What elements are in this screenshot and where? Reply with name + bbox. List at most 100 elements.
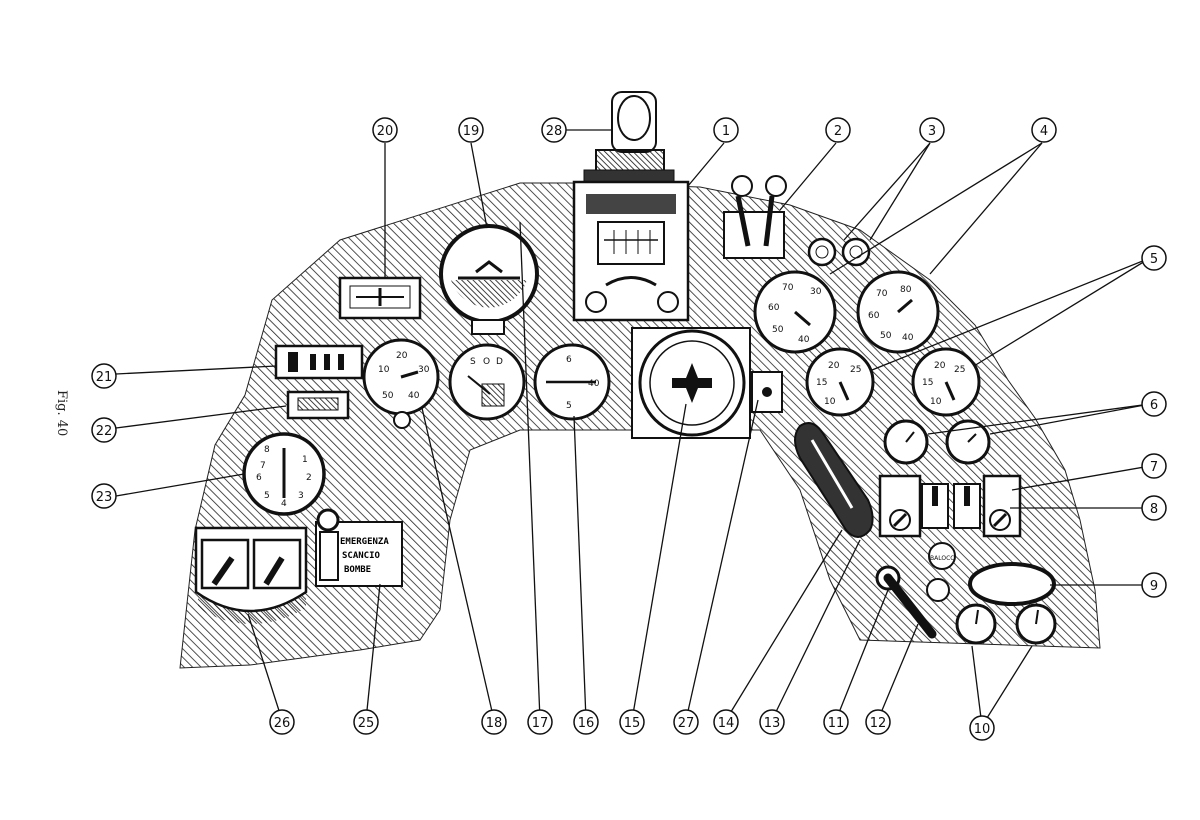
svg-text:12: 12: [870, 716, 887, 731]
svg-text:50: 50: [772, 325, 784, 335]
svg-text:8: 8: [1150, 502, 1158, 517]
svg-text:16: 16: [578, 716, 595, 731]
svg-text:BOMBE: BOMBE: [344, 565, 371, 575]
instrument-7-8: [878, 474, 1022, 538]
svg-text:20: 20: [396, 351, 408, 361]
svg-text:60: 60: [768, 303, 780, 313]
gauge-4b: 80 70 60 50 40: [856, 270, 940, 354]
leader-lines: [115, 129, 1151, 727]
callout-17: 17: [527, 709, 553, 735]
instrument-22: [286, 390, 350, 420]
svg-text:20: 20: [934, 361, 946, 371]
svg-text:23: 23: [96, 490, 113, 505]
svg-text:SCANCIO: SCANCIO: [342, 551, 381, 561]
svg-text:80: 80: [900, 285, 912, 295]
callout-25: 25: [353, 709, 379, 735]
svg-text:7: 7: [1150, 460, 1158, 475]
svg-text:D: D: [496, 357, 503, 367]
svg-text:6: 6: [256, 473, 262, 483]
callout-23: 23: [91, 483, 117, 509]
svg-text:10: 10: [930, 397, 942, 407]
svg-text:25: 25: [954, 365, 965, 375]
svg-text:6: 6: [1150, 398, 1158, 413]
svg-text:3: 3: [298, 491, 304, 501]
callout-15: 15: [619, 709, 645, 735]
svg-text:11: 11: [828, 716, 845, 731]
svg-text:7: 7: [260, 461, 266, 471]
instrument-18: 10 20 30 40 50: [362, 338, 440, 429]
callout-7: 7: [1141, 453, 1167, 479]
gauge-5b: 20 25 15 10: [911, 347, 981, 417]
instrument-9: [968, 562, 1056, 606]
callout-19: 19: [458, 117, 484, 143]
svg-text:2: 2: [834, 124, 842, 139]
instrument-13-14: [794, 422, 874, 538]
svg-text:15: 15: [922, 378, 933, 388]
svg-text:22: 22: [96, 424, 113, 439]
svg-text:10: 10: [824, 397, 836, 407]
svg-text:28: 28: [546, 124, 563, 139]
callout-8: 8: [1141, 495, 1167, 521]
svg-text:S: S: [470, 357, 476, 367]
gauge-4a: 70 60 50 40 30: [753, 270, 837, 354]
svg-text:1: 1: [722, 124, 730, 139]
callout-9: 9: [1141, 572, 1167, 598]
callout-4: 4: [1031, 117, 1057, 143]
svg-text:70: 70: [876, 289, 888, 299]
callout-12: 12: [865, 709, 891, 735]
instrument-23: 1 2 3 4 5 6 7 8: [242, 432, 326, 516]
svg-text:40: 40: [588, 379, 600, 389]
figure-label: Fig. 40: [54, 390, 69, 436]
svg-text:25: 25: [850, 365, 861, 375]
svg-text:4: 4: [281, 499, 287, 509]
callout-16: 16: [573, 709, 599, 735]
svg-text:10: 10: [378, 365, 390, 375]
instrument-21: [274, 344, 364, 380]
svg-text:30: 30: [810, 287, 822, 297]
svg-text:13: 13: [764, 716, 781, 731]
svg-text:40: 40: [408, 391, 420, 401]
instrument-26: [194, 526, 308, 624]
callout-28: 28: [541, 117, 567, 143]
svg-text:5: 5: [1150, 252, 1158, 267]
callout-18: 18: [481, 709, 507, 735]
svg-text:60: 60: [868, 311, 880, 321]
svg-text:26: 26: [274, 716, 291, 731]
callout-21: 21: [91, 363, 117, 389]
svg-text:9: 9: [1150, 579, 1158, 594]
instrument-28: [583, 91, 675, 183]
callout-11: 11: [823, 709, 849, 735]
svg-text:6: 6: [566, 355, 572, 365]
svg-text:4: 4: [1040, 124, 1048, 139]
callout-2: 2: [825, 117, 851, 143]
instrument-2: [723, 175, 787, 259]
svg-text:5: 5: [264, 491, 270, 501]
instrument-20: [338, 276, 422, 320]
svg-text:14: 14: [718, 716, 735, 731]
svg-text:40: 40: [798, 335, 810, 345]
svg-text:15: 15: [624, 716, 641, 731]
callout-6: 6: [1141, 391, 1167, 417]
svg-text:40: 40: [902, 333, 914, 343]
instrument-12: [875, 565, 937, 639]
callout-1: 1: [713, 117, 739, 143]
callout-5: 5: [1141, 245, 1167, 271]
svg-text:30: 30: [418, 365, 430, 375]
instrument-10: [955, 603, 1057, 645]
svg-text:50: 50: [880, 331, 892, 341]
svg-text:19: 19: [463, 124, 480, 139]
instrument-15: [631, 327, 751, 439]
svg-text:1: 1: [302, 455, 308, 465]
svg-text:21: 21: [96, 370, 113, 385]
svg-text:5: 5: [566, 401, 572, 411]
svg-text:EMERGENZA: EMERGENZA: [340, 537, 389, 547]
svg-text:15: 15: [816, 378, 827, 388]
instrument-11: BALOCC: [926, 542, 956, 602]
svg-text:10: 10: [974, 722, 991, 737]
gauge-5a: 20 25 15 10: [805, 347, 875, 417]
callout-22: 22: [91, 417, 117, 443]
instrument-17: S O D: [448, 343, 526, 421]
instrument-19: [439, 224, 539, 335]
instrument-16: 6 40 5: [533, 343, 611, 421]
